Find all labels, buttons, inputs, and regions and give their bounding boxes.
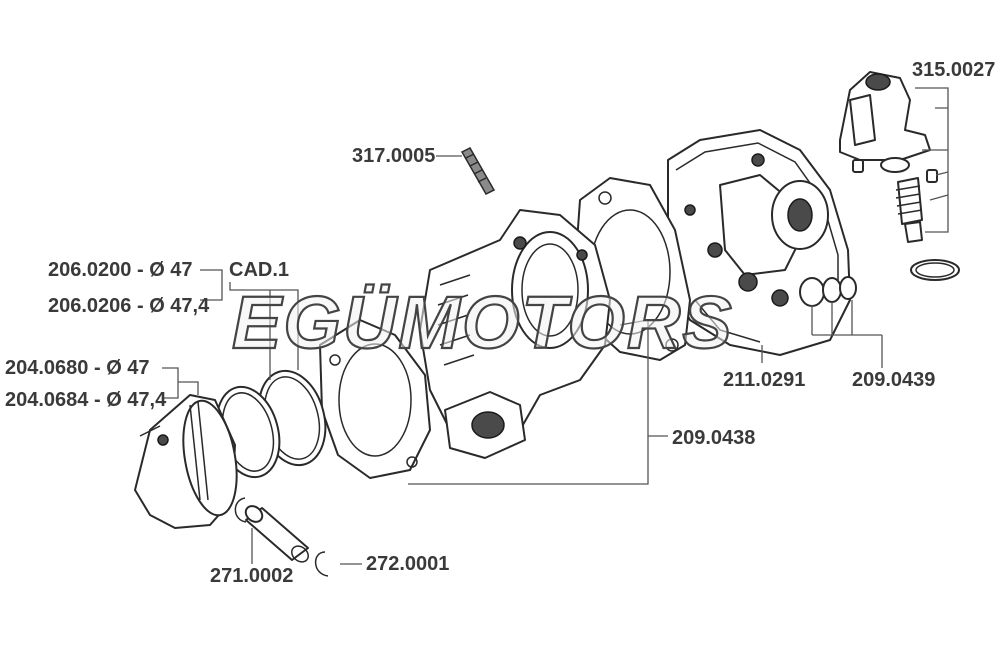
label-dowel-pin: 317.0005 bbox=[352, 145, 435, 167]
label-gasket-set: 209.0438 bbox=[672, 427, 755, 449]
valve-assembly-part bbox=[839, 71, 960, 281]
circlip-part bbox=[234, 497, 329, 577]
label-cad: CAD.1 bbox=[229, 259, 289, 281]
watermark: EGÜMOTORS bbox=[232, 281, 734, 364]
piston-part bbox=[134, 394, 238, 529]
leader-lines bbox=[162, 87, 949, 565]
label-piston-pin: 271.0002 bbox=[210, 565, 293, 587]
label-circlip: 272.0001 bbox=[366, 553, 449, 575]
cylinder-part bbox=[419, 209, 611, 459]
label-piston-47: 204.0680 - Ø 47 bbox=[5, 357, 150, 379]
base-gasket-part bbox=[319, 319, 431, 479]
piston-pin-part bbox=[244, 505, 309, 563]
label-piston-47-4: 204.0684 - Ø 47,4 bbox=[5, 389, 167, 411]
cylinder-head-part bbox=[667, 129, 857, 356]
label-piston-rings-47-4: 206.0206 - Ø 47,4 bbox=[48, 295, 210, 317]
label-valve-assembly: 315.0027 bbox=[912, 59, 995, 81]
dowel-pin-part bbox=[460, 147, 496, 195]
label-piston-rings-47: 206.0200 - Ø 47 bbox=[48, 259, 193, 281]
label-o-rings: 209.0439 bbox=[852, 369, 935, 391]
label-cylinder-head: 211.0291 bbox=[723, 369, 805, 391]
